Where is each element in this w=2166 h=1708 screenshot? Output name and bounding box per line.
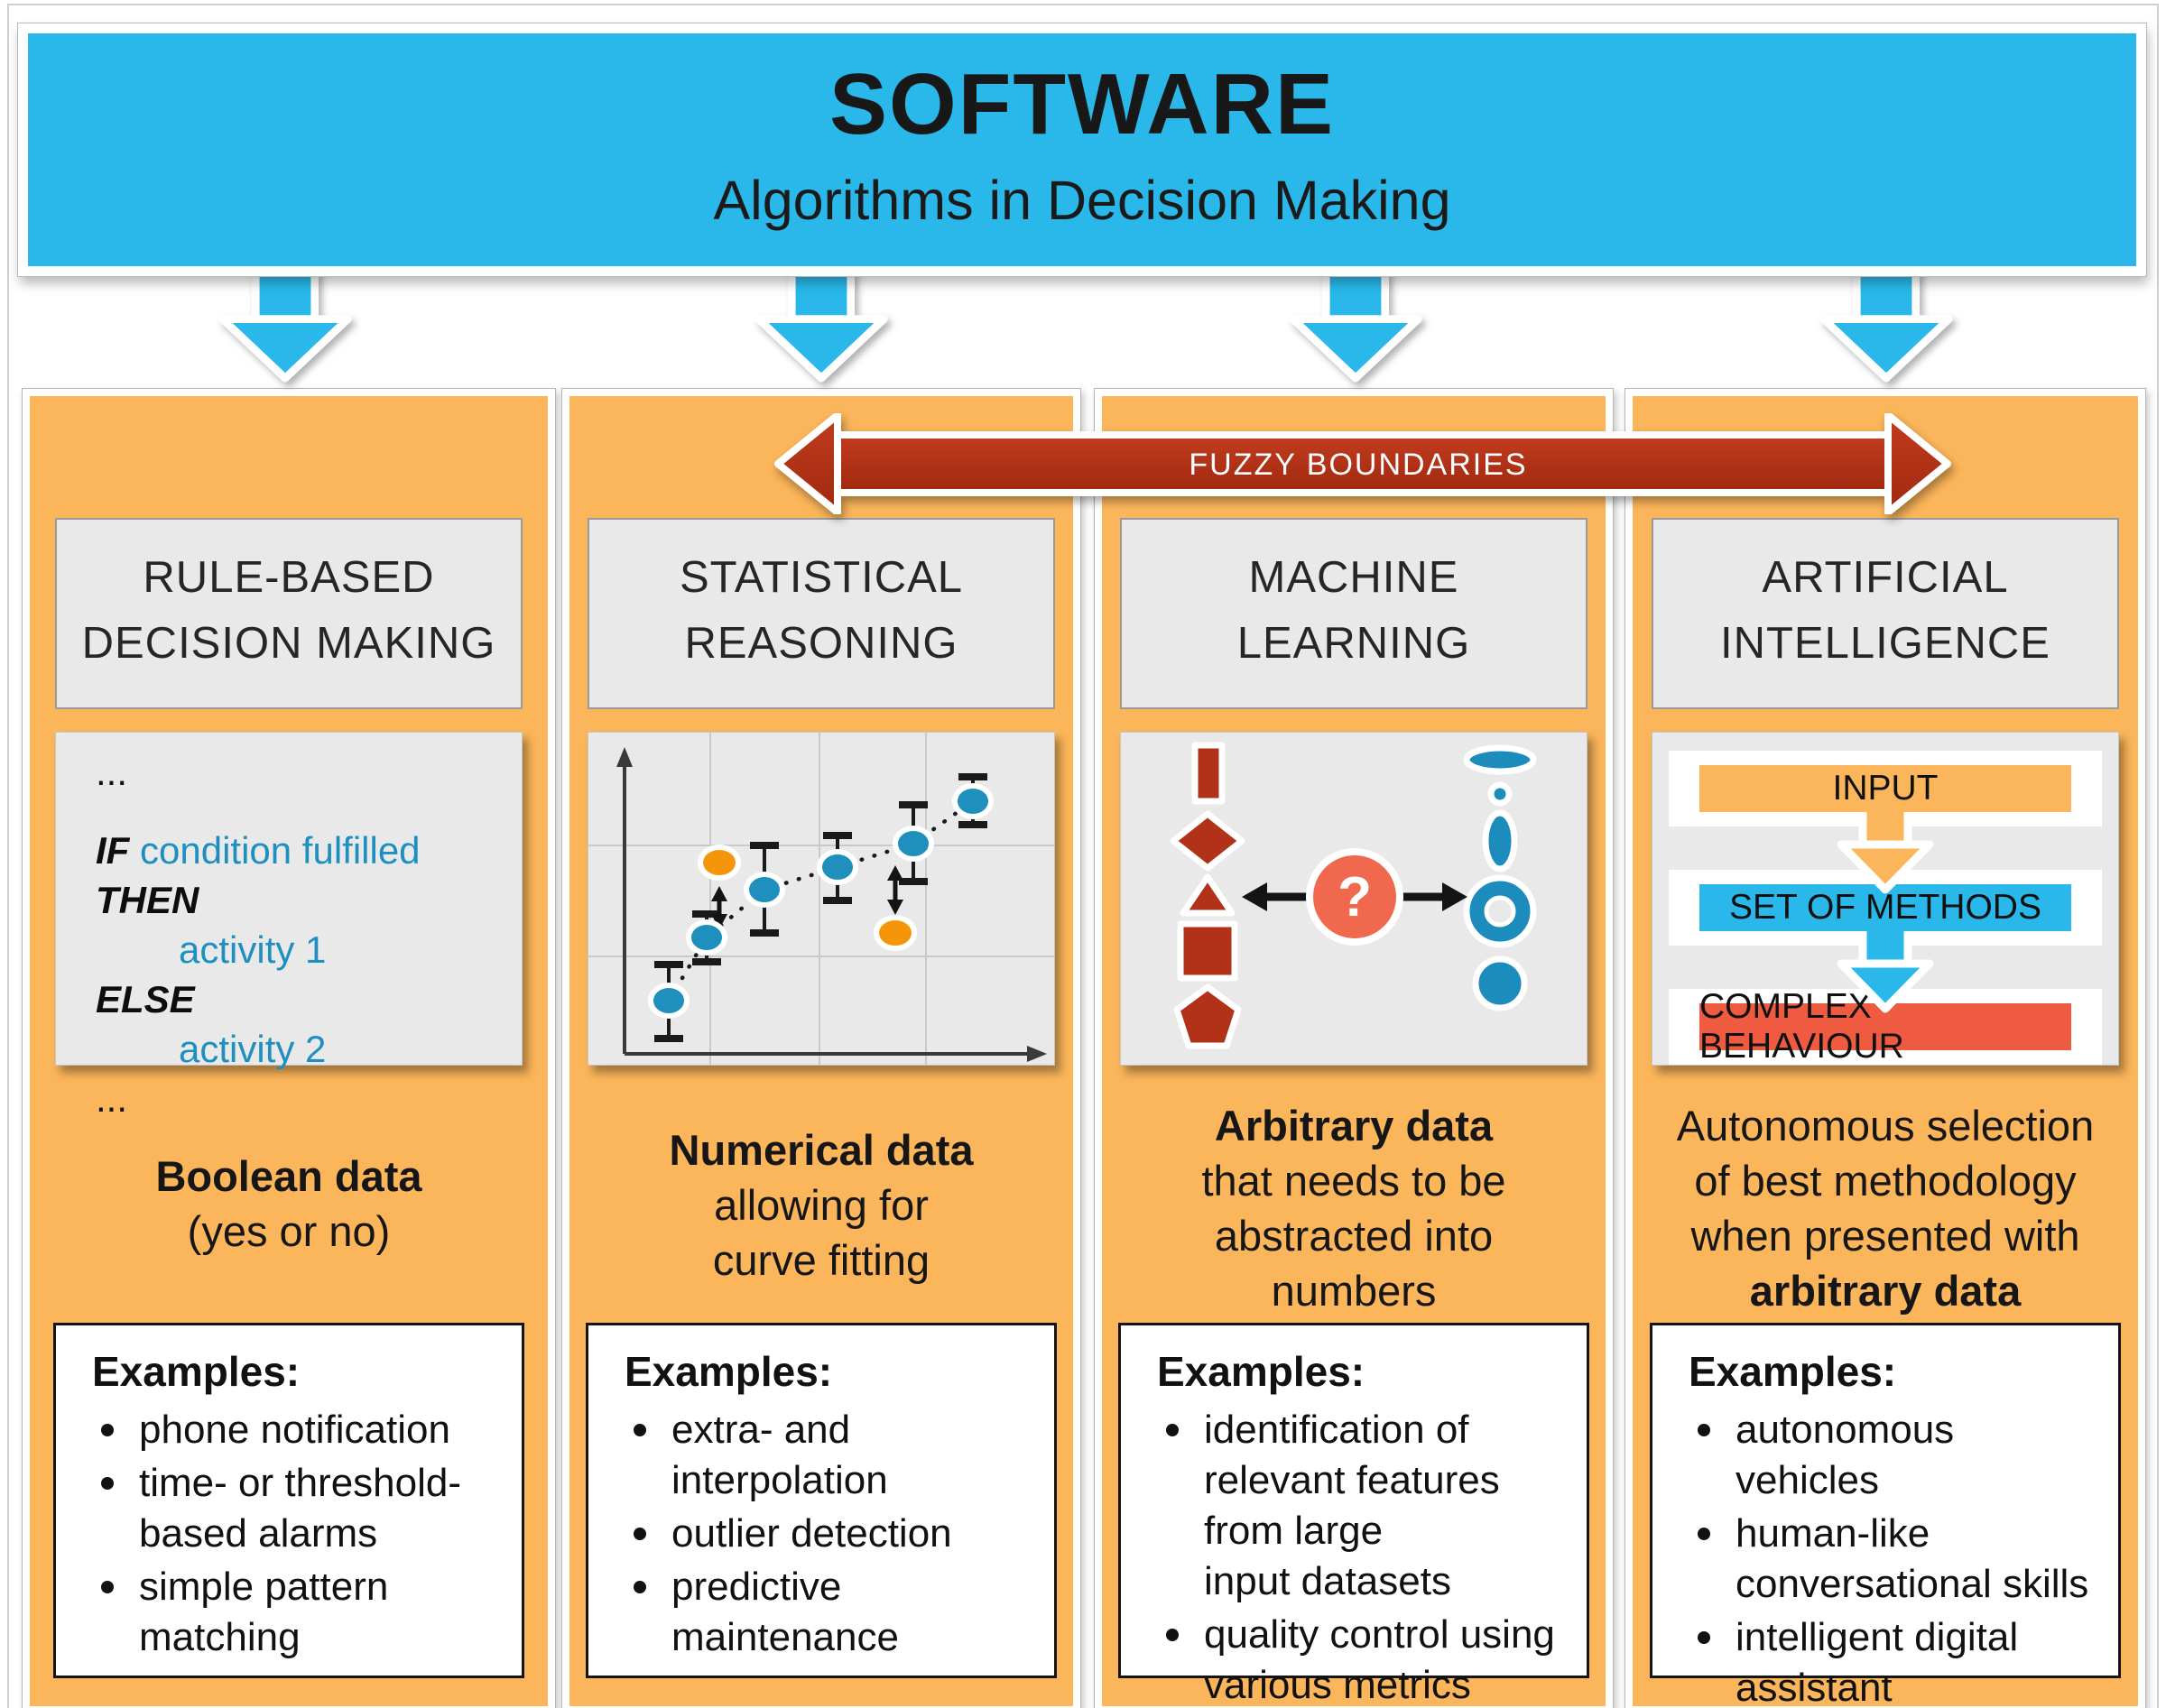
red-bar-icon	[1191, 742, 1226, 805]
title-line: STATISTICAL	[679, 553, 964, 602]
desc-line: arbitrary data	[1749, 1267, 2022, 1315]
banner-down-arrow-icon	[1819, 265, 1953, 383]
curve-fitting-chart	[588, 732, 1055, 1066]
blue-vertical-ellipse-icon	[1482, 809, 1518, 872]
examples-label: Examples:	[625, 1348, 833, 1395]
page-title: SOFTWARE	[829, 56, 1335, 152]
data-type-description: Boolean data (yes or no)	[23, 1149, 555, 1259]
question-circle-icon	[1306, 848, 1403, 946]
blue-ring-hole	[1484, 895, 1516, 928]
flow-down-arrow-icon	[1837, 931, 1934, 1013]
examples-label: Examples:	[1689, 1348, 1897, 1395]
flow-down-arrow-icon	[1837, 812, 1934, 894]
code-activity1: activity 1	[179, 928, 327, 971]
example-item: quality control using various metrics	[1157, 1610, 1569, 1708]
code-else-line: ELSE	[96, 978, 195, 1020]
page-subtitle: Algorithms in Decision Making	[713, 170, 1451, 231]
banner: SOFTWARE Algorithms in Decision Making	[17, 23, 2147, 277]
right-arrowhead	[1442, 882, 1467, 911]
page-frame	[7, 4, 2159, 1708]
fuzzy-left-arrowhead	[774, 413, 841, 514]
column-title-machine-learning: MACHINE LEARNING	[1120, 518, 1587, 709]
example-item: predictive maintenance	[625, 1562, 1036, 1663]
x-axis-arrowhead	[1027, 1046, 1047, 1062]
scatter-chart-icon	[588, 733, 1054, 1065]
desc-line: when presented with	[1690, 1212, 2080, 1260]
title-line: DECISION MAKING	[81, 619, 496, 668]
code-ellipsis: ...	[96, 1077, 128, 1120]
example-item: human-like conversational skills	[1689, 1509, 2100, 1610]
blue-dot-icon	[1487, 781, 1513, 807]
question-mark: ?	[1338, 866, 1372, 928]
title-line: REASONING	[684, 619, 958, 668]
examples-box: Examples: identification of relevant fea…	[1118, 1323, 1589, 1707]
data-type-description: Autonomous selection of best methodology…	[1625, 1098, 2145, 1318]
example-item: simple pattern matching	[92, 1562, 504, 1663]
code-activity2: activity 2	[179, 1028, 327, 1070]
desc-line: Arbitrary data	[1214, 1102, 1494, 1149]
blue-ellipse-icon	[1463, 744, 1537, 775]
left-arrowhead	[1242, 882, 1267, 911]
desc-line: that needs to be	[1201, 1157, 1506, 1205]
example-item: extra- and interpolation	[625, 1405, 1036, 1506]
example-item: phone notification	[92, 1405, 504, 1455]
banner-down-arrow-icon	[754, 265, 888, 383]
example-item: autonomous vehicles	[1689, 1405, 2100, 1506]
examples-box: Examples: phone notification time- or th…	[53, 1323, 524, 1678]
desc-line: Boolean data	[155, 1152, 422, 1200]
fuzzy-right-arrowhead	[1884, 413, 1951, 514]
flow-band: INPUT	[1669, 751, 2102, 826]
desc-line: abstracted into	[1214, 1212, 1494, 1260]
code-if-line: IF condition fulfilled THEN	[96, 829, 421, 921]
title-line: LEARNING	[1236, 619, 1471, 668]
examples-label: Examples:	[1157, 1348, 1365, 1395]
examples-box: Examples: extra- and interpolation outli…	[586, 1323, 1057, 1678]
column-title-statistical: STATISTICAL REASONING	[588, 518, 1055, 709]
red-pentagon-icon	[1173, 983, 1242, 1049]
column-artificial-intelligence: ARTIFICIAL INTELLIGENCE INPUT SET OF MET…	[1624, 388, 2146, 1708]
column-rule-based: RULE-BASED DECISION MAKING ... IF condit…	[22, 388, 556, 1708]
example-item: intelligent digital assistant	[1689, 1612, 2100, 1708]
banner-down-arrow-icon	[218, 265, 352, 383]
column-title-rule-based: RULE-BASED DECISION MAKING	[55, 518, 523, 709]
blue-circle-icon	[1472, 956, 1528, 1011]
abstraction-illustration: ?	[1120, 732, 1587, 1066]
data-type-description: Arbitrary data that needs to be abstract…	[1095, 1098, 1613, 1318]
code-snippet-box: ... IF condition fulfilled THEN activity…	[55, 732, 523, 1120]
examples-label: Examples:	[92, 1348, 301, 1395]
code-ellipsis: ...	[96, 751, 128, 793]
title-line: INTELLIGENCE	[1720, 619, 2050, 668]
desc-line: Numerical data	[669, 1126, 974, 1174]
example-item: identification of relevant features from…	[1157, 1405, 1569, 1607]
desc-line: (yes or no)	[187, 1207, 391, 1255]
title-line: RULE-BASED	[143, 553, 435, 602]
ai-flow-box: INPUT SET OF METHODS COMPLEX BEHAVIOUR	[1652, 732, 2119, 1066]
shapes-to-numbers-icon: ?	[1170, 742, 1537, 1049]
banner-down-arrow-icon	[1289, 265, 1422, 383]
desc-line: numbers	[1271, 1267, 1437, 1315]
column-title-artificial-intelligence: ARTIFICIAL INTELLIGENCE	[1652, 518, 2119, 709]
column-machine-learning: MACHINE LEARNING	[1094, 388, 1614, 1708]
desc-line: allowing for	[714, 1181, 929, 1229]
examples-box: Examples: autonomous vehicles human-like…	[1650, 1323, 2121, 1708]
title-line: MACHINE	[1248, 553, 1459, 602]
column-statistical: STATISTICAL REASONING Numerical data all…	[561, 388, 1081, 1708]
fuzzy-boundaries-label: FUZZY BOUNDARIES	[1189, 448, 1527, 482]
example-item: outlier detection	[625, 1509, 1036, 1559]
flow-step-input: INPUT	[1699, 765, 2071, 812]
title-line: ARTIFICIAL	[1762, 553, 2009, 602]
red-square-icon	[1177, 920, 1238, 982]
fuzzy-boundaries-arrow: FUZZY BOUNDARIES	[774, 413, 1951, 514]
y-axis-arrowhead	[616, 747, 633, 767]
red-diamond-icon	[1170, 810, 1245, 872]
example-item: time- or threshold- based alarms	[92, 1458, 504, 1559]
desc-line: Autonomous selection	[1676, 1102, 2095, 1149]
red-triangle-icon	[1180, 873, 1236, 917]
desc-line: curve fitting	[712, 1236, 930, 1284]
data-type-description: Numerical data allowing for curve fittin…	[562, 1122, 1080, 1288]
desc-line: of best methodology	[1694, 1157, 2077, 1205]
